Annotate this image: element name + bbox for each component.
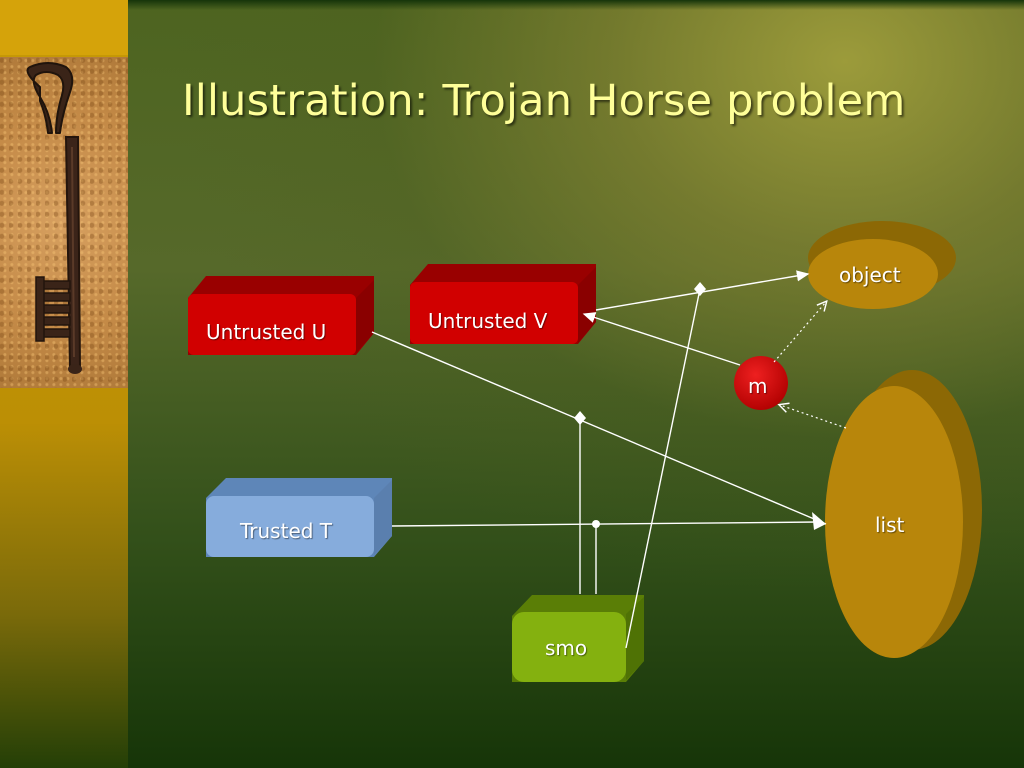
connector-list-to-m-dotted (780, 405, 847, 429)
trusted-t-node (206, 478, 392, 557)
object-label: object (839, 263, 901, 287)
key-image (0, 57, 128, 388)
slide-title: Illustration: Trojan Horse problem (182, 76, 906, 126)
arrowhead-list (812, 512, 826, 530)
connector-m-to-v (582, 312, 741, 366)
left-decorative-strip (0, 0, 128, 768)
trusted-t-label: Trusted T (240, 519, 333, 543)
untrusted-u-node (188, 276, 374, 355)
key-icon (26, 62, 82, 374)
list-label: list (875, 513, 905, 537)
connector-t-to-list (391, 521, 819, 527)
m-label: m (748, 374, 768, 398)
connector-smo-to-v-line (625, 288, 701, 649)
object-node (808, 221, 956, 309)
smo-label: smo (545, 636, 588, 660)
strip-top-bar (0, 0, 128, 55)
untrusted-u-label: Untrusted U (206, 320, 327, 344)
connector-u-to-list (371, 331, 827, 525)
connector-m-to-object-dotted (773, 302, 826, 363)
junction-dot-t (592, 520, 600, 528)
junction-diamond-u (574, 411, 586, 425)
smo-node (512, 595, 644, 682)
junction-diamond-v (694, 282, 706, 296)
list-node (825, 370, 982, 658)
top-shadow-edge (128, 0, 1024, 10)
m-node (734, 356, 788, 410)
untrusted-v-label: Untrusted V (428, 309, 548, 333)
untrusted-v-node (410, 264, 596, 344)
